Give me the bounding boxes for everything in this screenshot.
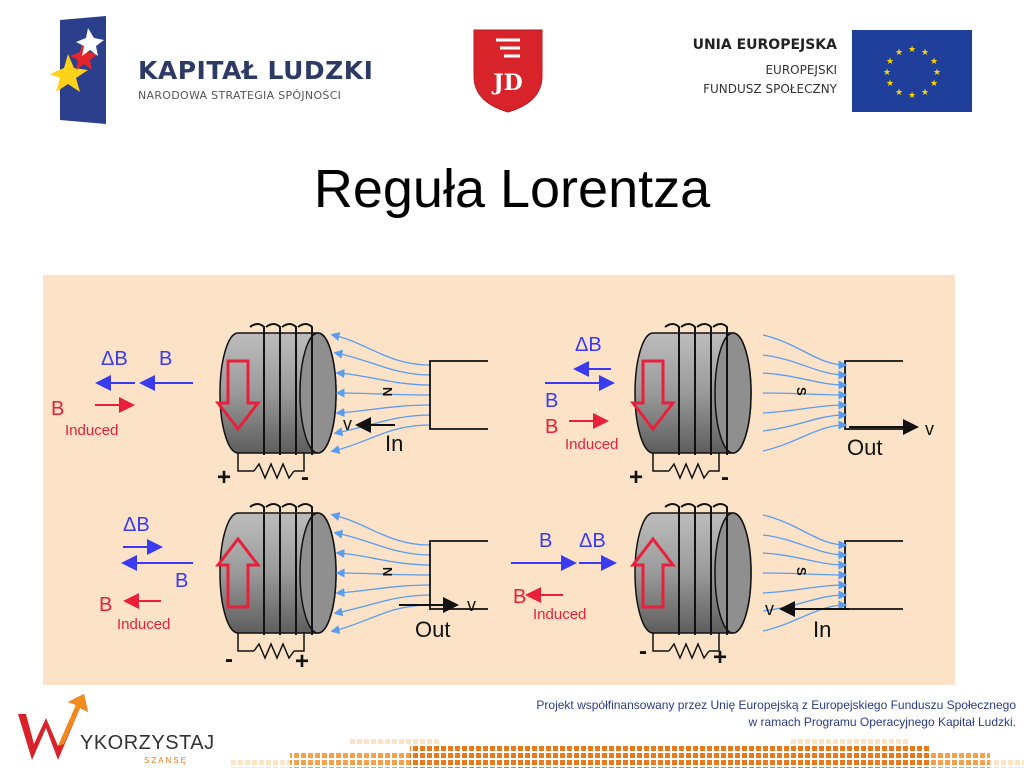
svg-text:★: ★ <box>886 57 894 67</box>
plus-label: + <box>217 464 231 491</box>
induced-label: Induced <box>65 422 118 439</box>
b-label: B <box>545 390 558 412</box>
delta-b-label: ΔB <box>123 514 150 536</box>
kapital-ludzki-emblem-icon <box>50 16 106 124</box>
plus-label: + <box>629 464 643 491</box>
svg-text:★: ★ <box>886 79 894 89</box>
cofinancing-note: Projekt współfinansowany przez Unię Euro… <box>536 697 1016 731</box>
panel-bottom-right: B ΔB B Induced S v In - + <box>511 503 904 671</box>
minus-label: - <box>301 464 309 491</box>
magnet-pole-label: N <box>380 387 395 396</box>
lorentz-diagram: ΔB B B Induced N v In + - <box>43 275 955 685</box>
kapital-ludzki-subtitle: NARODOWA STRATEGIA SPÓJNOŚCI <box>138 89 342 102</box>
delta-b-label: ΔB <box>575 334 602 356</box>
velocity-label: v <box>467 595 476 615</box>
velocity-label: v <box>925 419 934 439</box>
motion-label: In <box>385 431 403 456</box>
shield-icon: JD <box>473 29 543 113</box>
minus-label: - <box>721 464 729 491</box>
panel-bottom-left: ΔB B B Induced N v Out - + <box>99 503 489 675</box>
motion-label: Out <box>847 435 882 460</box>
jd-emblem-text: JD <box>491 70 523 96</box>
kapital-ludzki-logo: KAPITAŁ LUDZKI NARODOWA STRATEGIA SPÓJNO… <box>42 16 382 126</box>
wykorzystaj-text: YKORZYSTAJ <box>80 732 215 754</box>
velocity-label: v <box>765 599 774 619</box>
magnet-pole-label: N <box>380 567 395 576</box>
plus-label: + <box>713 644 727 671</box>
b-induced-label: B <box>545 416 558 438</box>
minus-label: - <box>225 646 233 673</box>
eu-line-2: EUROPEJSKI <box>765 63 837 77</box>
eu-line-3: FUNDUSZ SPOŁECZNY <box>703 82 837 96</box>
lorentz-diagram-svg: ΔB B B Induced N v In + - <box>43 275 955 685</box>
cofinancing-line-1: Projekt współfinansowany przez Unię Euro… <box>536 698 1016 712</box>
b-label: B <box>539 530 552 552</box>
jd-emblem: JD <box>470 26 546 114</box>
svg-text:★: ★ <box>930 79 938 89</box>
coil-top-right <box>631 323 904 479</box>
w-arrow-icon <box>18 694 88 760</box>
plus-label: + <box>295 648 309 675</box>
wykorzystaj-szanse-logo: YKORZYSTAJ SZANSĘ <box>14 690 214 768</box>
magnet-pole-label: S <box>794 387 809 396</box>
svg-text:★: ★ <box>921 88 929 98</box>
kapital-ludzki-title: KAPITAŁ LUDZKI <box>138 56 374 85</box>
eu-flag-icon: ★★★ ★★★ ★★★ ★★★ <box>852 30 972 112</box>
svg-text:★: ★ <box>930 57 938 67</box>
b-label: B <box>159 348 172 370</box>
svg-text:★: ★ <box>908 45 916 55</box>
svg-text:★: ★ <box>933 68 941 78</box>
motion-label: Out <box>415 617 450 642</box>
delta-b-label: ΔB <box>101 348 128 370</box>
b-induced-label: B <box>513 586 526 608</box>
induced-label: Induced <box>533 606 586 623</box>
b-induced-label: B <box>99 594 112 616</box>
svg-text:★: ★ <box>883 68 891 78</box>
induced-label: Induced <box>565 436 618 453</box>
delta-b-label: ΔB <box>579 530 606 552</box>
motion-label: In <box>813 617 831 642</box>
svg-text:★: ★ <box>908 91 916 101</box>
panel-top-left: ΔB B B Induced N v In + - <box>51 323 489 491</box>
b-label: B <box>175 570 188 592</box>
eu-line-1: UNIA EUROPEJSKA <box>692 37 837 53</box>
svg-text:★: ★ <box>895 48 903 58</box>
szanse-text: SZANSĘ <box>144 756 189 765</box>
svg-text:★: ★ <box>921 48 929 58</box>
coil-bottom-right <box>631 503 904 659</box>
slide-title: Reguła Lorentza <box>313 159 711 219</box>
decorative-stripe <box>230 738 1024 768</box>
induced-label: Induced <box>117 616 170 633</box>
svg-text:★: ★ <box>895 88 903 98</box>
minus-label: - <box>639 638 647 665</box>
b-induced-label: B <box>51 398 64 420</box>
velocity-label: v <box>343 414 352 434</box>
panel-top-right: ΔB B B Induced S v Out + - <box>545 323 934 491</box>
eu-logo: UNIA EUROPEJSKA EUROPEJSKI FUNDUSZ SPOŁE… <box>660 30 972 112</box>
cofinancing-line-2: w ramach Programu Operacyjnego Kapitał L… <box>748 715 1016 729</box>
magnet-pole-label: S <box>794 567 809 576</box>
